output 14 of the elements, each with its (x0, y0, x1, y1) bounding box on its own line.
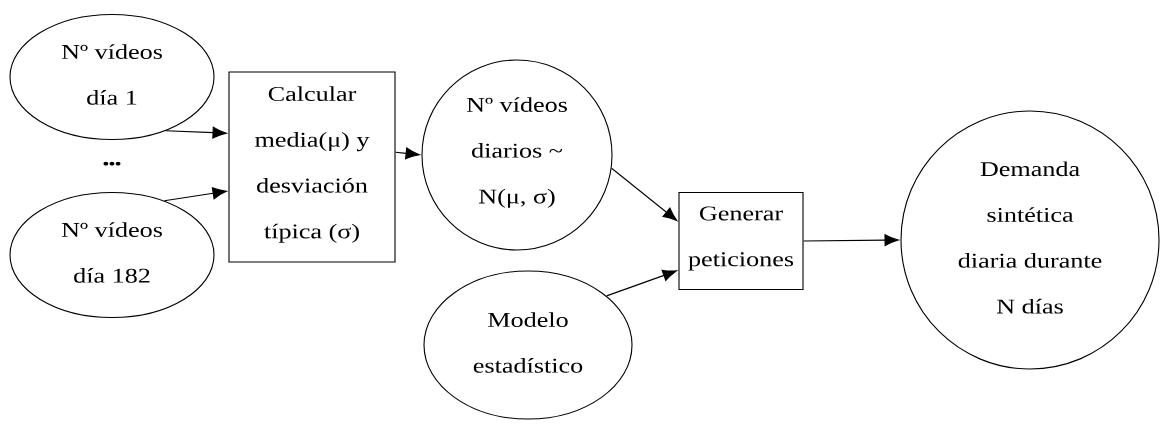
oval-node: Nº vídeos día 1 (9, 13, 215, 141)
arrow (803, 234, 899, 247)
oval-node: Nº vídeos día 182 (9, 191, 215, 319)
oval-node: Modelo estadístico (423, 270, 633, 420)
arrow (611, 167, 678, 222)
arrow (163, 187, 227, 202)
process-box: Calcular media(μ) y desviación típica (σ) (228, 71, 396, 263)
process-box: Generar peticiones (678, 191, 804, 291)
circle-node: Nº vídeos diarios ~ N(μ, σ) (421, 59, 613, 251)
arrow (165, 126, 227, 139)
arrow (395, 147, 420, 160)
arrow (606, 269, 677, 297)
circle-node: Demanda sintética diaria durante N días (900, 110, 1160, 370)
ellipsis-dots: ••• (103, 161, 121, 166)
